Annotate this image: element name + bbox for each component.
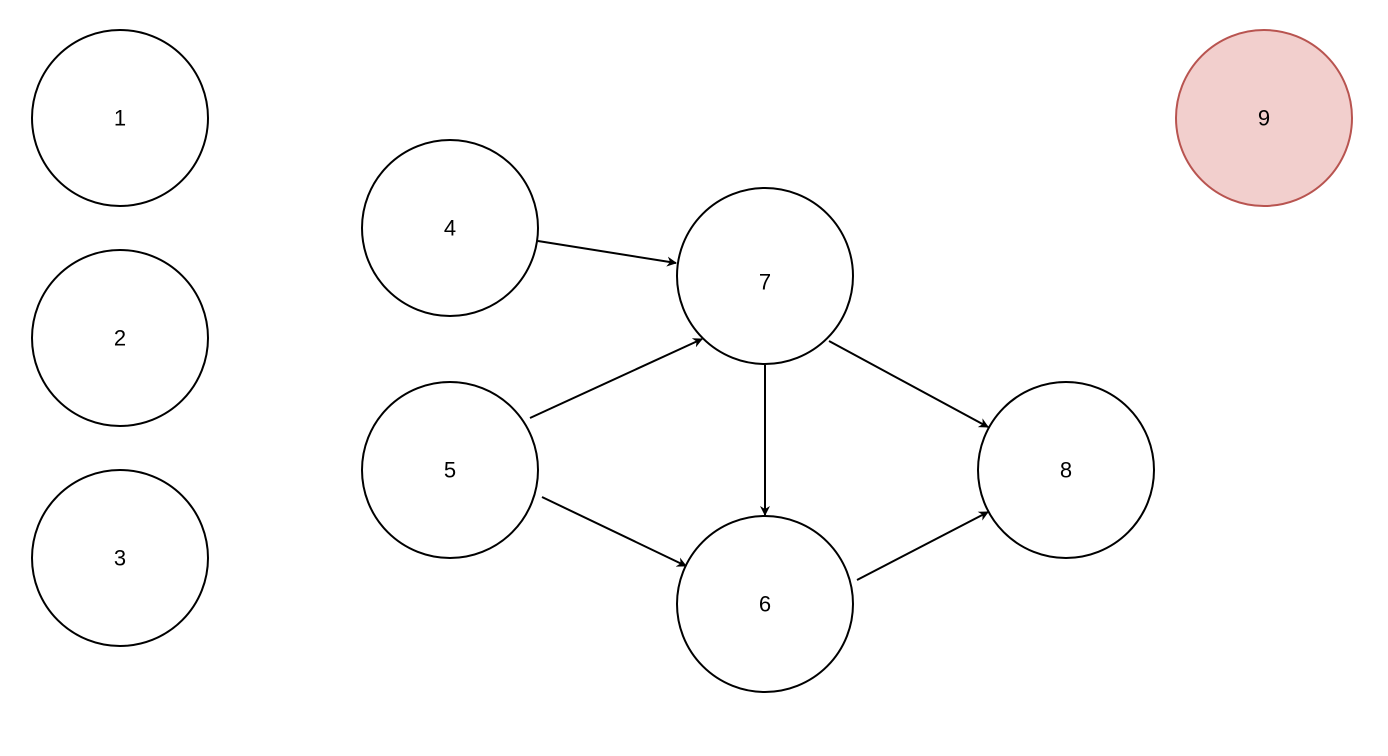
node-2-circle[interactable] xyxy=(31,249,209,427)
node-3[interactable]: 3 xyxy=(31,469,209,647)
node-4-label: 4 xyxy=(444,216,456,241)
node-7[interactable]: 7 xyxy=(676,187,854,365)
node-7-circle[interactable] xyxy=(676,187,854,365)
nodes-layer: 1 2 3 4 5 6 7 8 xyxy=(31,29,1353,693)
node-8-label: 8 xyxy=(1060,458,1072,483)
node-5[interactable]: 5 xyxy=(361,381,539,559)
node-1-circle[interactable] xyxy=(31,29,209,207)
node-8-circle[interactable] xyxy=(977,381,1155,559)
node-9[interactable]: 9 xyxy=(1175,29,1353,207)
node-6[interactable]: 6 xyxy=(676,515,854,693)
node-8[interactable]: 8 xyxy=(977,381,1155,559)
node-2-label: 2 xyxy=(114,326,126,351)
node-4-circle[interactable] xyxy=(361,139,539,317)
node-5-circle[interactable] xyxy=(361,381,539,559)
node-9-circle[interactable] xyxy=(1175,29,1353,207)
node-3-circle[interactable] xyxy=(31,469,209,647)
node-7-label: 7 xyxy=(759,270,771,295)
node-6-circle[interactable] xyxy=(676,515,854,693)
edge-5-to-6[interactable] xyxy=(541,496,687,567)
node-3-label: 3 xyxy=(114,546,126,571)
node-1-label: 1 xyxy=(114,106,126,131)
edge-4-to-7[interactable] xyxy=(537,240,677,267)
edge-7-to-8[interactable] xyxy=(828,340,989,428)
edges-layer xyxy=(529,240,989,581)
node-2[interactable]: 2 xyxy=(31,249,209,427)
node-4[interactable]: 4 xyxy=(361,139,539,317)
node-1[interactable]: 1 xyxy=(31,29,209,207)
node-9-label: 9 xyxy=(1258,106,1270,131)
node-6-label: 6 xyxy=(759,592,771,617)
node-5-label: 5 xyxy=(444,458,456,483)
edge-5-to-7[interactable] xyxy=(529,338,703,419)
edge-6-to-8[interactable] xyxy=(856,511,989,581)
